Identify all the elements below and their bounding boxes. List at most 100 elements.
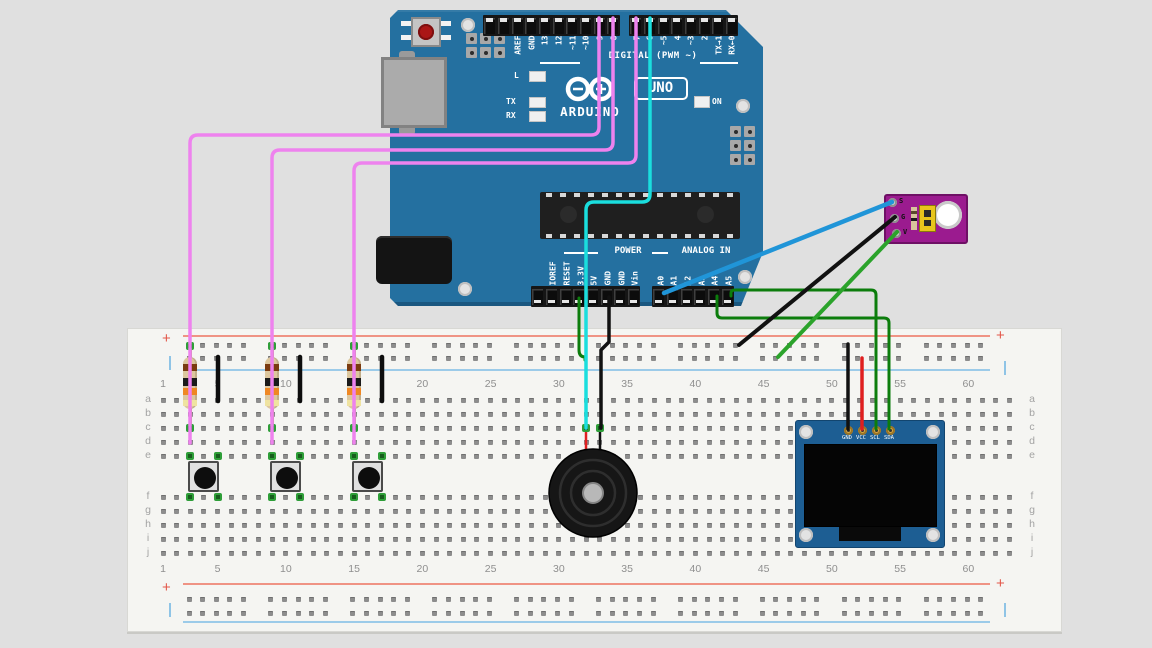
breadboard-hole[interactable] [665,494,671,500]
breadboard-hole[interactable] [529,522,535,528]
breadboard-hole[interactable] [597,439,603,445]
breadboard-hole[interactable] [978,342,984,348]
breadboard-hole[interactable] [718,610,724,616]
breadboard-hole[interactable] [720,494,726,500]
breadboard-hole[interactable] [788,522,794,528]
breadboard-hole[interactable] [705,596,711,602]
breadboard-hole[interactable] [952,411,958,417]
breadboard-hole[interactable] [720,550,726,556]
breadboard-hole[interactable] [501,425,507,431]
breadboard-hole[interactable] [638,522,644,528]
breadboard-hole[interactable] [160,425,166,431]
breadboard-hole[interactable] [365,508,371,514]
breadboard-hole[interactable] [213,596,219,602]
breadboard-hole[interactable] [323,342,328,348]
breadboard-hole[interactable] [869,342,874,348]
breadboard-hole[interactable] [610,550,616,556]
breadboard-hole[interactable] [378,550,384,556]
breadboard-hole[interactable] [978,355,984,361]
breadboard-hole[interactable] [665,397,671,403]
breadboard-hole[interactable] [529,411,535,417]
breadboard-hole[interactable] [651,439,657,445]
breadboard-hole[interactable] [256,397,262,403]
breadboard-hole[interactable] [624,550,630,556]
breadboard-hole[interactable] [391,596,397,602]
breadboard-hole[interactable] [938,411,944,417]
breadboard-hole[interactable] [597,536,603,542]
breadboard-hole[interactable] [759,342,765,348]
breadboard-hole[interactable] [160,550,166,556]
breadboard-hole[interactable] [651,508,657,514]
breadboard-hole[interactable] [747,411,753,417]
breadboard-hole[interactable] [527,355,533,361]
breadboard-hole[interactable] [297,508,302,514]
breadboard-hole[interactable] [228,439,234,445]
breadboard-hole[interactable] [297,522,302,528]
breadboard-hole[interactable] [419,439,425,445]
breadboard-hole[interactable] [174,453,180,459]
breadboard-hole[interactable] [514,596,520,602]
breadboard-hole[interactable] [392,522,398,528]
breadboard-hole[interactable] [488,453,494,459]
breadboard-hole[interactable] [365,411,371,417]
breadboard-hole[interactable] [896,610,902,616]
breadboard-hole[interactable] [447,536,453,542]
breadboard-hole[interactable] [174,425,180,431]
breadboard-hole[interactable] [501,494,507,500]
breadboard-hole[interactable] [855,610,861,616]
breadboard-hole[interactable] [761,536,767,542]
pin-socket[interactable] [573,288,585,305]
breadboard-hole[interactable] [283,439,289,445]
pin-socket[interactable] [627,288,639,305]
breadboard-hole[interactable] [297,425,302,431]
breadboard-hole[interactable] [419,522,425,528]
breadboard-hole[interactable] [1006,508,1012,514]
breadboard-hole[interactable] [882,610,888,616]
breadboard-hole[interactable] [677,596,683,602]
breadboard-hole[interactable] [363,342,369,348]
breadboard-hole[interactable] [488,397,494,403]
breadboard-hole[interactable] [692,397,698,403]
breadboard-hole[interactable] [609,596,615,602]
pin-socket[interactable] [586,288,598,305]
breadboard-hole[interactable] [638,425,644,431]
breadboard-hole[interactable] [841,610,847,616]
breadboard-hole[interactable] [610,397,616,403]
breadboard-hole[interactable] [269,536,275,542]
breadboard-hole[interactable] [474,439,480,445]
breadboard-hole[interactable] [488,411,494,417]
breadboard-hole[interactable] [542,522,548,528]
breadboard-hole[interactable] [965,508,971,514]
breadboard-hole[interactable] [515,550,521,556]
breadboard-hole[interactable] [445,596,451,602]
breadboard-hole[interactable] [365,550,371,556]
breadboard-hole[interactable] [377,342,383,348]
breadboard-hole[interactable] [651,536,657,542]
breadboard-hole[interactable] [896,596,902,602]
breadboard-hole[interactable] [514,342,520,348]
breadboard-hole[interactable] [952,494,958,500]
pin-socket[interactable] [566,17,578,34]
breadboard-hole[interactable] [733,550,739,556]
breadboard-hole[interactable] [788,439,794,445]
breadboard-hole[interactable] [283,397,289,403]
breadboard-hole[interactable] [556,522,562,528]
breadboard-hole[interactable] [228,453,234,459]
breadboard-hole[interactable] [419,397,425,403]
breadboard-hole[interactable] [638,439,644,445]
breadboard-hole[interactable] [761,411,767,417]
breadboard-hole[interactable] [624,536,630,542]
breadboard-hole[interactable] [228,550,234,556]
breadboard-hole[interactable] [447,453,453,459]
breadboard-hole[interactable] [761,453,767,459]
breadboard-hole[interactable] [419,411,425,417]
breadboard-hole[interactable] [282,596,288,602]
breadboard-hole[interactable] [759,355,765,361]
breadboard-hole[interactable] [747,425,753,431]
breadboard-hole[interactable] [486,610,492,616]
breadboard-hole[interactable] [515,439,521,445]
breadboard-hole[interactable] [324,494,330,500]
pin-socket[interactable] [657,17,669,34]
pin-socket[interactable] [707,288,719,305]
breadboard-hole[interactable] [363,610,369,616]
